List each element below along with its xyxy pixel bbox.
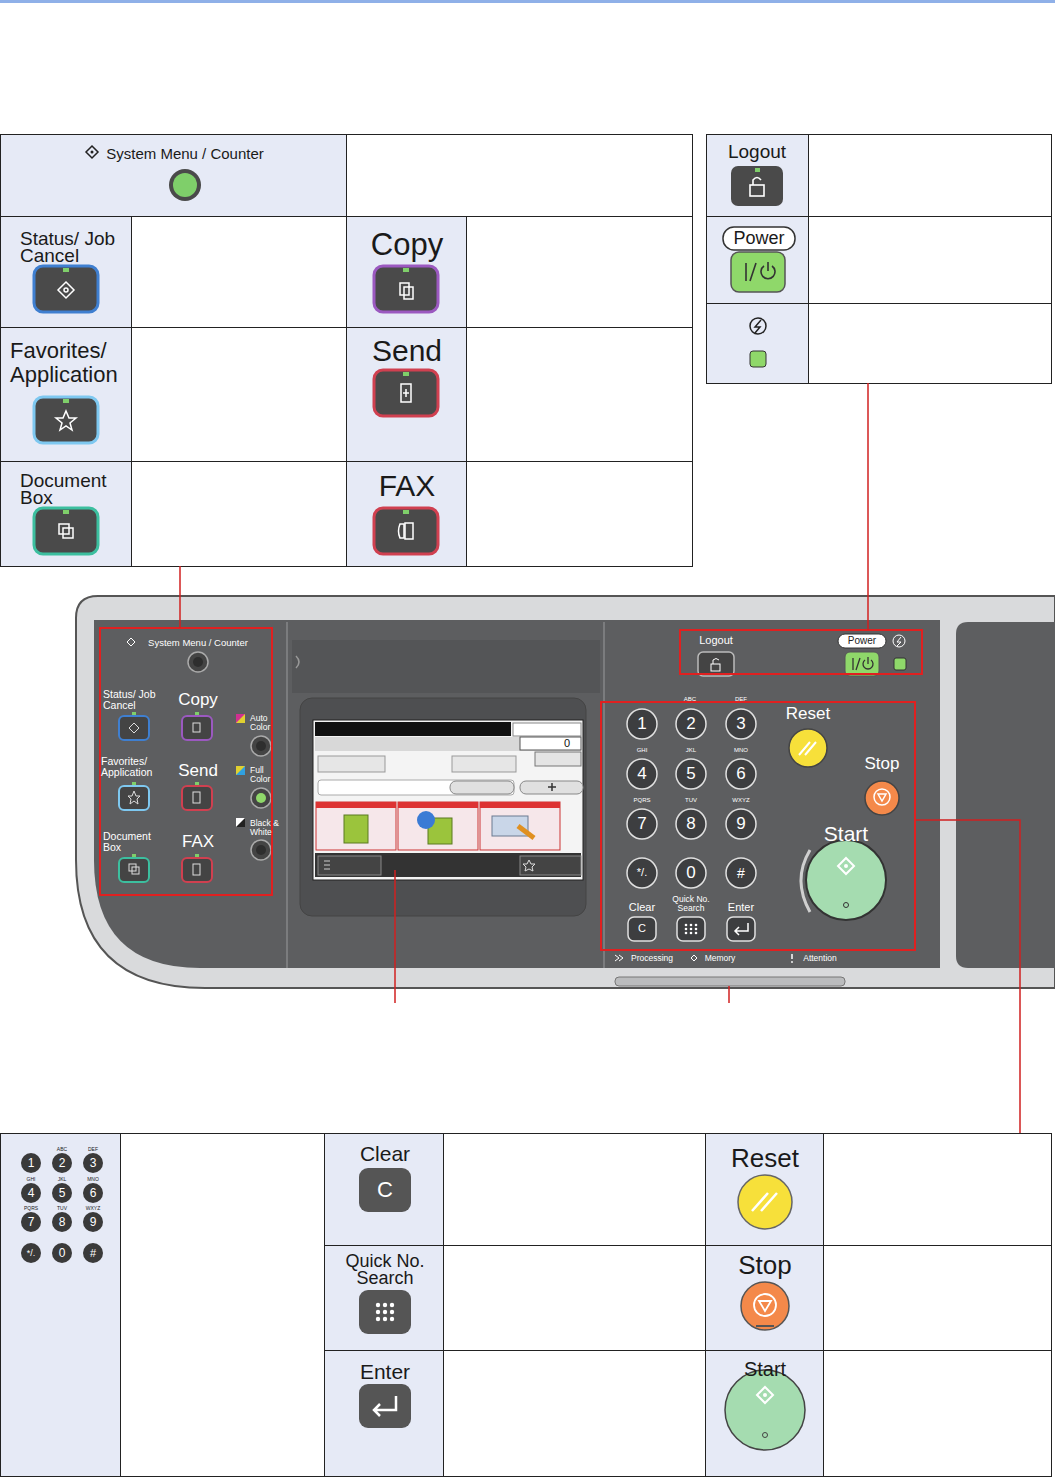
panel-label: 9 bbox=[736, 815, 745, 833]
panel-label: Auto Color bbox=[250, 714, 282, 732]
panel-label: TUV bbox=[685, 797, 697, 803]
key-cell: Logout bbox=[706, 134, 808, 216]
panel-label: Processing bbox=[631, 954, 673, 963]
panel-label: # bbox=[737, 866, 745, 881]
key-label: JKL bbox=[58, 1177, 67, 1182]
panel-label: Memory bbox=[705, 954, 736, 963]
panel-label: 7 bbox=[637, 815, 646, 833]
panel-label: DEF bbox=[735, 696, 747, 702]
panel-label: 4 bbox=[637, 765, 646, 783]
panel-label: Enter bbox=[728, 902, 754, 914]
key-label: */. bbox=[27, 1249, 36, 1258]
panel-label: MNO bbox=[734, 747, 748, 753]
key-label: System Menu / Counter bbox=[106, 146, 264, 161]
panel-label: Status/ Job Cancel bbox=[103, 689, 163, 711]
panel-label: PQRS bbox=[633, 797, 650, 803]
panel-label: Quick No. Search bbox=[668, 895, 714, 913]
key-cell: System Menu / Counter bbox=[0, 134, 346, 216]
key-cell: Status/ Job Cancel bbox=[0, 216, 131, 327]
panel-label: Full Color bbox=[250, 766, 282, 784]
panel-label: ABC bbox=[684, 696, 696, 702]
panel-label: GHI bbox=[637, 747, 648, 753]
key-cell: ClearC bbox=[324, 1133, 443, 1245]
key-label: Favorites/ Application bbox=[10, 339, 131, 387]
panel-label: Power bbox=[848, 636, 876, 647]
key-label: Copy bbox=[371, 229, 443, 260]
key-label: MNO bbox=[87, 1177, 99, 1182]
key-cell: FAX bbox=[346, 461, 466, 566]
key-cell: Reset bbox=[705, 1133, 823, 1245]
key-label: 2 bbox=[59, 1157, 66, 1169]
key-label: FAX bbox=[379, 471, 436, 501]
key-cell: Stop bbox=[705, 1245, 823, 1350]
panel-label: Stop bbox=[865, 755, 900, 773]
key-label: GHI bbox=[27, 1177, 36, 1182]
key-label: 5 bbox=[59, 1187, 66, 1199]
panel-label: Logout bbox=[699, 635, 733, 647]
key-label: Reset bbox=[731, 1145, 799, 1171]
panel-label: Black & White bbox=[250, 819, 290, 837]
panel-label: Document Box bbox=[103, 831, 163, 853]
panel-label: Clear bbox=[629, 902, 655, 914]
panel-label: Attention bbox=[803, 954, 837, 963]
key-label: Power bbox=[733, 229, 784, 247]
key-label: DEF bbox=[88, 1147, 98, 1152]
key-cell: Quick No. Search bbox=[324, 1245, 443, 1350]
key-cell: Copy bbox=[346, 216, 466, 327]
panel-label: 3 bbox=[736, 715, 745, 733]
panel-label: 6 bbox=[736, 765, 745, 783]
panel-label: 5 bbox=[686, 765, 695, 783]
panel-label: Favorites/ Application bbox=[101, 756, 165, 778]
panel-label: Copy bbox=[178, 691, 218, 709]
key-label: 6 bbox=[90, 1187, 97, 1199]
panel-label: System Menu / Counter bbox=[148, 638, 248, 648]
panel-label: */. bbox=[637, 867, 647, 879]
key-cell: Enter bbox=[324, 1350, 443, 1477]
key-label: Clear bbox=[360, 1143, 410, 1164]
key-cell: Power bbox=[706, 216, 808, 303]
panel-label: JKL bbox=[686, 747, 696, 753]
panel-label: 0 bbox=[564, 738, 570, 750]
panel-label: 1 bbox=[637, 715, 646, 733]
panel-label: 2 bbox=[686, 715, 695, 733]
key-cell: Favorites/ Application bbox=[0, 327, 131, 461]
key-label: 1 bbox=[28, 1157, 35, 1169]
key-label: 0 bbox=[59, 1247, 66, 1259]
key-label: TUV bbox=[57, 1206, 67, 1211]
key-label: Status/ Job Cancel bbox=[20, 230, 128, 265]
key-cell: Start bbox=[705, 1350, 823, 1477]
key-label: 9 bbox=[90, 1216, 97, 1228]
key-label: C bbox=[377, 1179, 393, 1201]
key-cell: Send bbox=[346, 327, 466, 461]
key-label: WXYZ bbox=[86, 1206, 100, 1211]
key-label: Stop bbox=[738, 1252, 792, 1278]
key-label: 7 bbox=[28, 1216, 35, 1228]
key-label: 3 bbox=[90, 1157, 97, 1169]
key-label: Document Box bbox=[20, 472, 128, 507]
panel-label: Reset bbox=[786, 705, 830, 723]
key-label: ABC bbox=[57, 1147, 67, 1152]
panel-label: WXYZ bbox=[732, 797, 749, 803]
key-cell: ABC DEF 1 2 3GHI JKL MNO 4 5 6PQRS TUV WXYZ 7 8 9 */. 0 # bbox=[0, 1133, 120, 1477]
key-label: Send bbox=[372, 336, 442, 366]
key-cell: Document Box bbox=[0, 461, 131, 566]
key-label: Start bbox=[744, 1359, 786, 1379]
key-label: Enter bbox=[360, 1361, 410, 1382]
key-label: PQRS bbox=[24, 1206, 38, 1211]
key-label: # bbox=[90, 1248, 96, 1259]
key-label: 4 bbox=[28, 1187, 35, 1199]
panel-label: FAX bbox=[182, 833, 214, 851]
panel-label: 8 bbox=[686, 815, 695, 833]
panel-label: Send bbox=[178, 762, 218, 780]
panel-label: Start bbox=[824, 823, 868, 845]
key-label: 8 bbox=[59, 1216, 66, 1228]
key-label: Logout bbox=[728, 142, 786, 161]
key-label: Quick No. Search bbox=[330, 1253, 440, 1286]
panel-label: C bbox=[638, 923, 646, 935]
panel-label: 0 bbox=[686, 864, 695, 882]
